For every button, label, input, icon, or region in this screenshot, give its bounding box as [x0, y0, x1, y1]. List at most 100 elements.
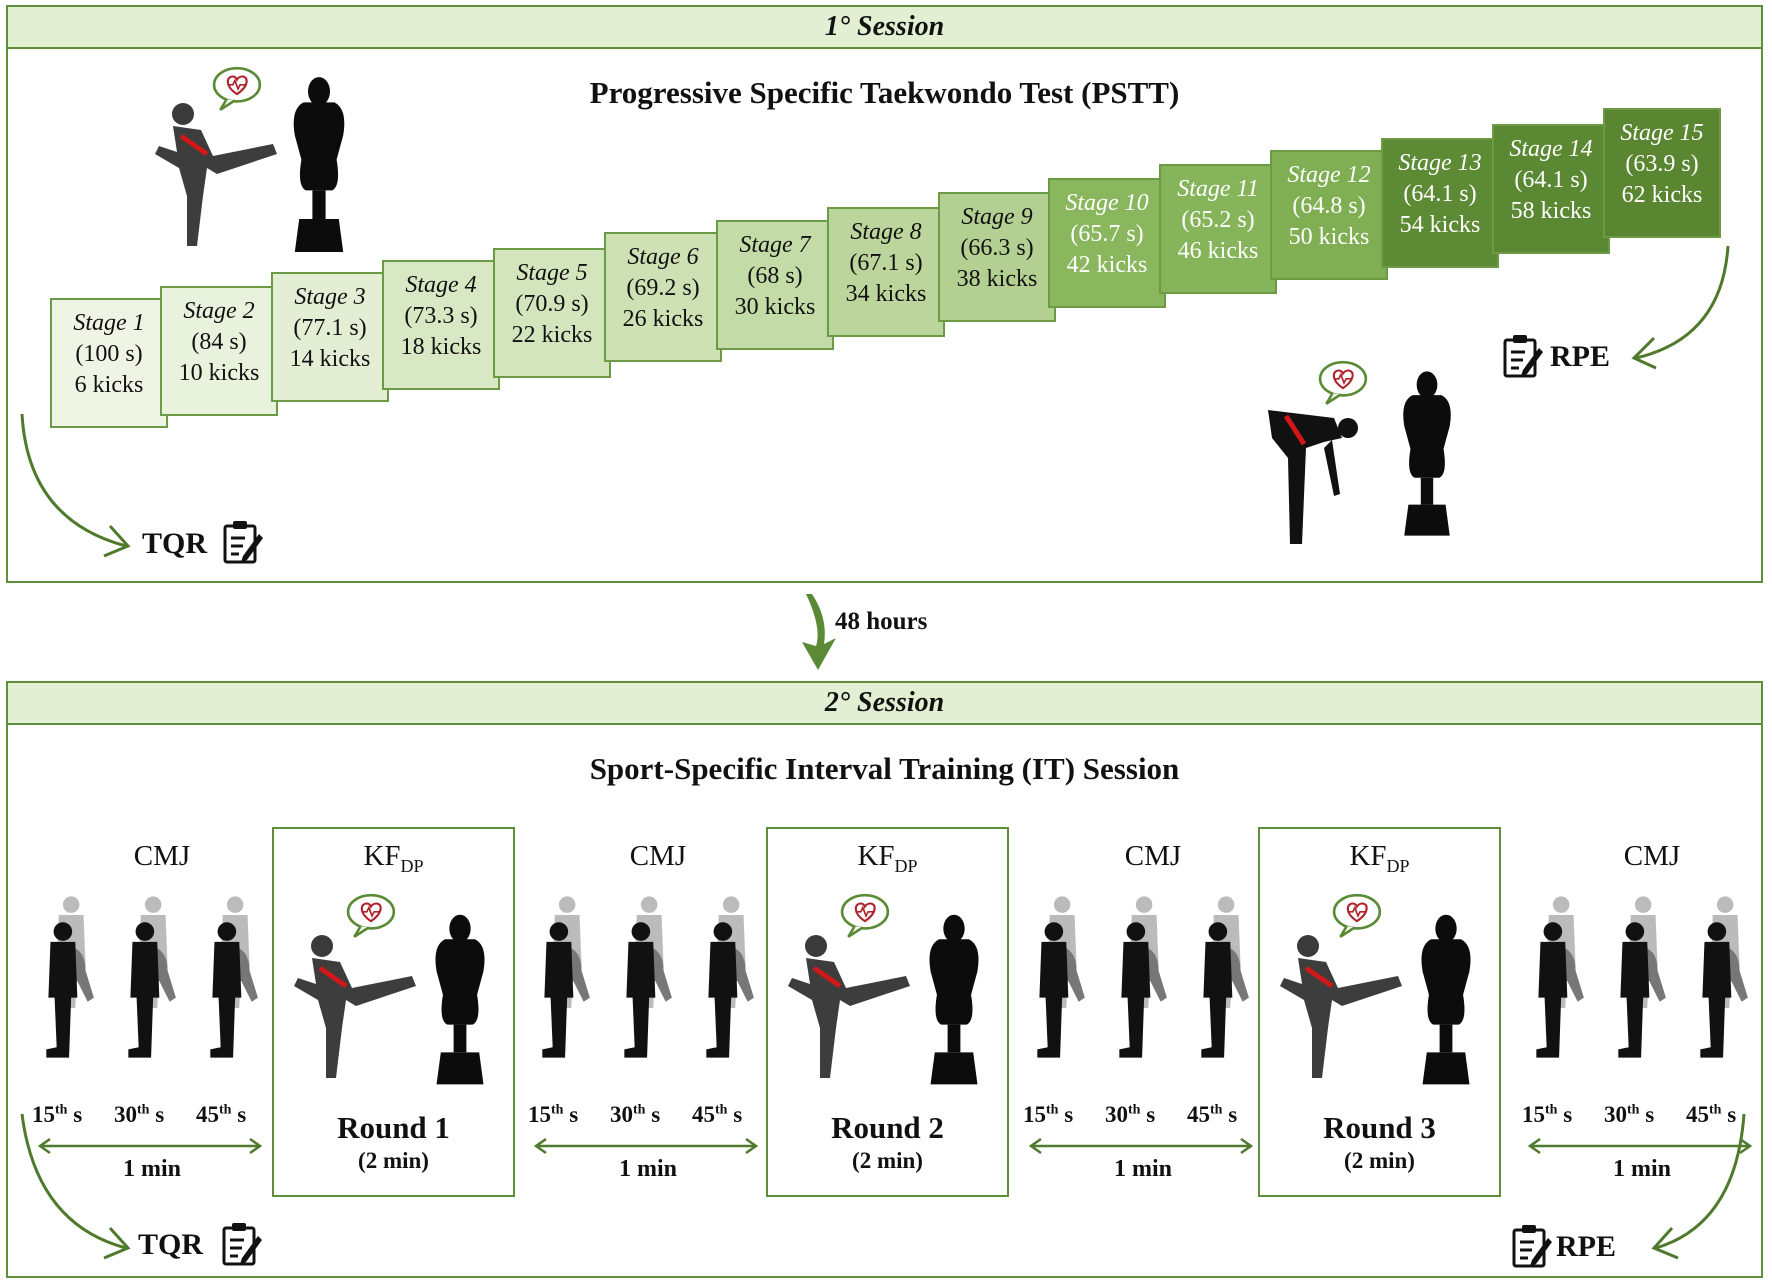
interval-label: 1 min — [618, 1156, 677, 1182]
jumping-athlete-icon — [210, 896, 258, 1058]
tick-suffix: th — [1210, 1102, 1223, 1118]
stage-time: (100 s) — [75, 341, 143, 367]
jumping-athlete-icon — [1201, 896, 1249, 1058]
stage-kicks: 46 kicks — [1177, 238, 1259, 264]
tick-unit: s — [651, 1102, 661, 1127]
kf-subscript: DP — [1386, 855, 1410, 876]
punching-bag-icon — [1421, 914, 1471, 1085]
stage-time: (67.1 s) — [849, 250, 923, 276]
stage-name: Stage 7 — [739, 232, 811, 258]
cmj-label: CMJ — [1124, 840, 1182, 872]
tick-suffix: th — [55, 1102, 68, 1118]
time-mark: 45th s — [1686, 1102, 1736, 1128]
time-mark: 30th s — [610, 1102, 660, 1128]
jumping-athlete-icon — [624, 896, 672, 1058]
stage-15-box: Stage 15(63.9 s)62 kicks — [1603, 108, 1721, 238]
interval-label: 1 min — [122, 1156, 181, 1182]
time-mark: 30th s — [1604, 1102, 1654, 1128]
end-curve-arrow — [1631, 245, 1730, 370]
round-3-box — [1258, 827, 1501, 1197]
stage-time: (69.2 s) — [626, 275, 700, 301]
time-mark: 30th s — [1105, 1102, 1155, 1128]
round-2-box — [766, 827, 1009, 1197]
clipboard-icon — [1503, 333, 1545, 378]
stage-kicks: 18 kicks — [400, 334, 482, 360]
session1-header: 1° Session — [8, 7, 1761, 49]
start-curve-arrow — [20, 1113, 131, 1260]
heart-rate-bubble-icon — [1318, 360, 1368, 406]
heart-rate-bubble-icon — [212, 66, 262, 112]
stage-name: Stage 4 — [405, 272, 477, 298]
jumping-athlete-icon — [1037, 896, 1085, 1058]
stage-time: (66.3 s) — [960, 235, 1034, 261]
stage-11-box: Stage 11(65.2 s)46 kicks — [1159, 164, 1277, 294]
gap-label: 48 hours — [835, 608, 928, 635]
jumping-athlete-icon — [46, 896, 94, 1058]
tick-suffix: th — [137, 1102, 150, 1118]
stage-name: Stage 1 — [73, 310, 145, 336]
stage-name: Stage 10 — [1065, 190, 1149, 216]
stage-time: (65.2 s) — [1181, 207, 1255, 233]
tick-number: 15 — [528, 1102, 551, 1127]
stage-kicks: 10 kicks — [178, 360, 260, 386]
time-mark: 15th s — [1522, 1102, 1572, 1128]
time-mark: 45th s — [196, 1102, 246, 1128]
heart-rate-bubble-icon — [1332, 893, 1382, 939]
cmj-label: CMJ — [1623, 840, 1681, 872]
clipboard-icon — [222, 1221, 264, 1266]
kicker-icon — [278, 928, 436, 1088]
punching-bag-icon — [1403, 371, 1451, 536]
tick-unit: s — [1064, 1102, 1074, 1127]
tick-number: 15 — [1522, 1102, 1545, 1127]
stage-7-box: Stage 7(68 s)30 kicks — [716, 220, 834, 350]
tick-unit: s — [1727, 1102, 1737, 1127]
stage-2-box: Stage 2(84 s)10 kicks — [160, 286, 278, 416]
tick-suffix: th — [715, 1102, 728, 1118]
clipboard-icon — [223, 519, 265, 564]
stage-time: (64.8 s) — [1292, 193, 1366, 219]
jumping-athlete-icon — [1536, 896, 1584, 1058]
round-label: Round 3(2 min) — [1258, 1110, 1501, 1174]
punching-bag-icon — [929, 914, 979, 1085]
stage-kicks: 26 kicks — [622, 306, 704, 332]
stage-time: (77.1 s) — [293, 315, 367, 341]
stage-kicks: 14 kicks — [289, 346, 371, 372]
stage-name: Stage 3 — [294, 284, 366, 310]
interval-label: 1 min — [1612, 1156, 1671, 1182]
stage-kicks: 42 kicks — [1066, 252, 1148, 278]
heart-rate-bubble-icon — [346, 893, 396, 939]
stage-time: (73.3 s) — [404, 303, 478, 329]
time-mark: 30th s — [114, 1102, 164, 1128]
kicker-icon — [1264, 928, 1422, 1088]
punching-bag-icon — [293, 77, 345, 252]
kf-main: KF — [857, 840, 895, 872]
round-name: Round 2 — [831, 1110, 944, 1145]
stage-12-box: Stage 12(64.8 s)50 kicks — [1270, 150, 1388, 280]
tick-suffix: th — [1046, 1102, 1059, 1118]
heart-rate-bubble-icon — [840, 893, 890, 939]
stage-time: (68 s) — [747, 263, 803, 289]
stage-6-box: Stage 6(69.2 s)26 kicks — [604, 232, 722, 362]
stage-name: Stage 14 — [1509, 136, 1593, 162]
tick-unit: s — [155, 1102, 165, 1127]
jumping-athlete-icon — [1618, 896, 1666, 1058]
kf-label: KFDP — [1258, 840, 1501, 877]
kf-subscript: DP — [400, 855, 424, 876]
interval-double-arrow — [1028, 1137, 1254, 1155]
stage-name: Stage 12 — [1287, 162, 1371, 188]
time-mark: 45th s — [692, 1102, 742, 1128]
interval-double-arrow — [1527, 1137, 1753, 1155]
time-mark: 15th s — [528, 1102, 578, 1128]
tick-unit: s — [733, 1102, 743, 1127]
stage-kicks: 22 kicks — [511, 322, 593, 348]
tick-number: 15 — [1023, 1102, 1046, 1127]
stage-9-box: Stage 9(66.3 s)38 kicks — [938, 192, 1056, 322]
interval-double-arrow — [533, 1137, 759, 1155]
jumping-athlete-icon — [542, 896, 590, 1058]
kf-main: KF — [1349, 840, 1387, 872]
cmj-label: CMJ — [133, 840, 191, 872]
tick-unit: s — [569, 1102, 579, 1127]
tick-suffix: th — [1128, 1102, 1141, 1118]
stage-time: (70.9 s) — [515, 291, 589, 317]
tick-suffix: th — [219, 1102, 232, 1118]
